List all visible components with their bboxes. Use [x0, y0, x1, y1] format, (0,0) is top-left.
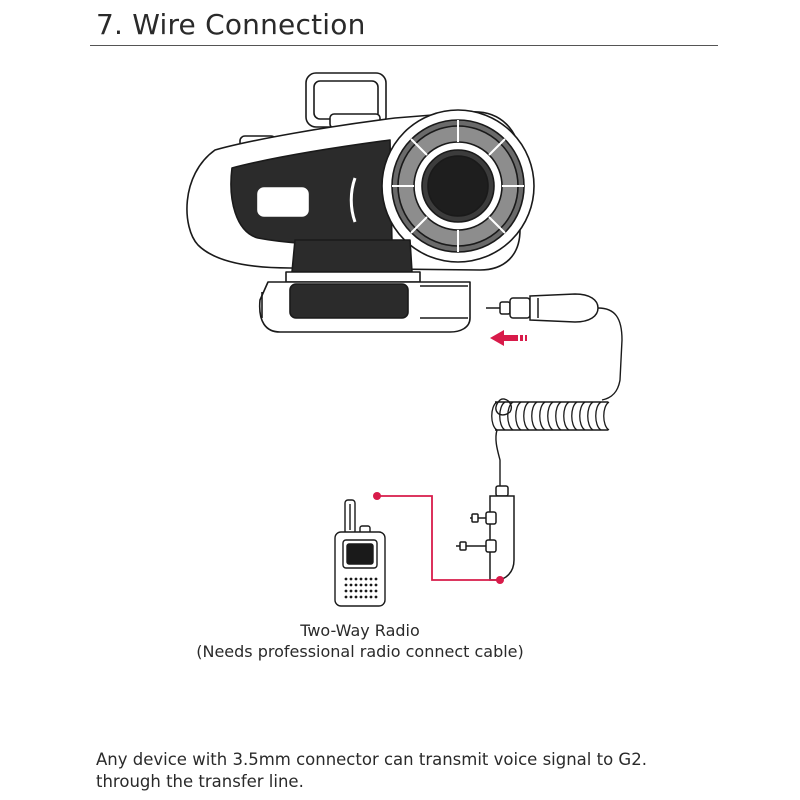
radio-note: (Needs professional radio connect cable) — [196, 642, 524, 661]
two-way-radio-icon — [334, 499, 386, 607]
radio-connection-line — [377, 495, 500, 581]
title-divider — [90, 45, 718, 46]
section-title: 7. Wire Connection — [96, 8, 366, 41]
k-type-plug-icon — [456, 485, 515, 581]
radio-label: Two-Way Radio — [300, 621, 420, 640]
footer-text-line-1: Any device with 3.5mm connector can tran… — [96, 750, 647, 769]
audio-jack-3-5mm-icon — [486, 293, 599, 323]
line-endpoint-dot — [373, 492, 381, 500]
coiled-cable-icon — [491, 307, 623, 488]
line-endpoint-dot — [496, 576, 504, 584]
intercom-device-illustration — [186, 72, 535, 333]
insert-arrow-icon — [490, 330, 527, 346]
footer-text-line-2: through the transfer line. — [96, 772, 304, 791]
